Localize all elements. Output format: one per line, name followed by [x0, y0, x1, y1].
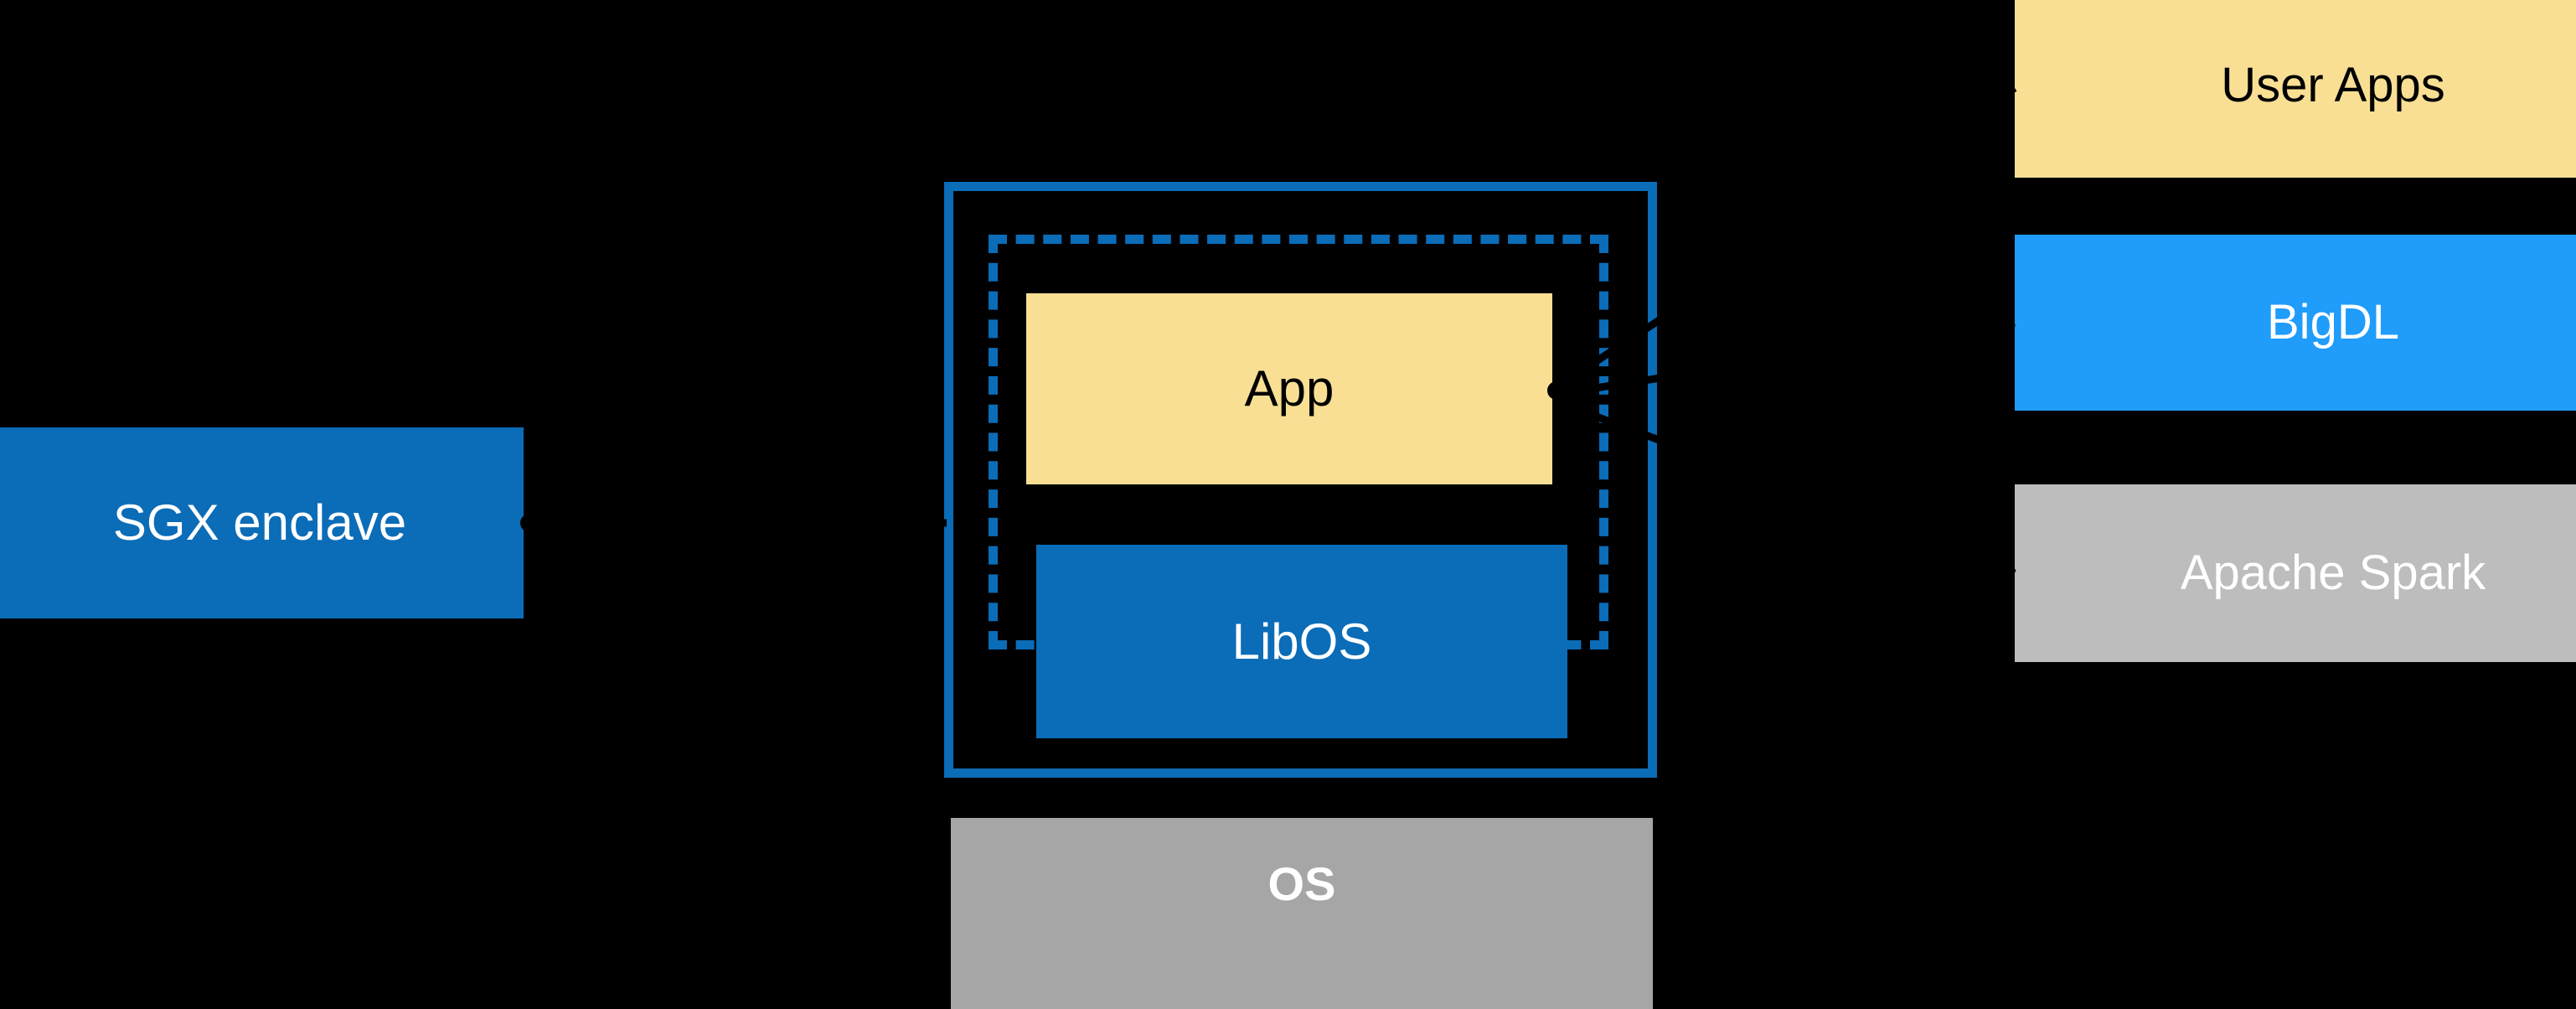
- bigdl-label: BigDL: [2267, 295, 2399, 350]
- os-box[interactable]: OS: [951, 818, 1653, 1009]
- user-apps-box[interactable]: User Apps: [2015, 0, 2576, 178]
- libos-label: LibOS: [1231, 613, 1372, 670]
- os-label: OS: [1267, 857, 1336, 910]
- app-label: App: [1244, 360, 1334, 417]
- app-box[interactable]: App: [1026, 293, 1552, 484]
- sgx-enclave-box[interactable]: SGX enclave: [0, 427, 524, 618]
- user-apps-label: User Apps: [2221, 58, 2445, 113]
- bigdl-box[interactable]: BigDL: [2015, 235, 2576, 411]
- libos-box[interactable]: LibOS: [1036, 545, 1567, 738]
- sgx-enclave-label: SGX enclave: [112, 494, 407, 551]
- apache-spark-label: Apache Spark: [2180, 546, 2486, 601]
- apache-spark-box[interactable]: Apache Spark: [2015, 484, 2576, 662]
